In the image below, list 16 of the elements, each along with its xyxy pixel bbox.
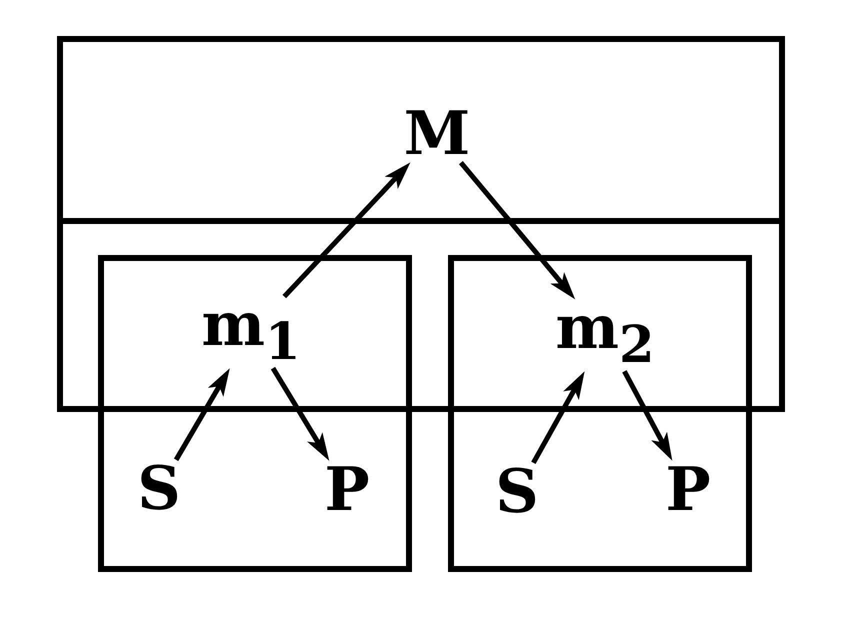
term-label: S bbox=[137, 465, 181, 513]
frame-box bbox=[98, 255, 412, 572]
term-label: P bbox=[665, 466, 711, 514]
term-label: S bbox=[495, 468, 539, 516]
arrow bbox=[531, 371, 585, 464]
term-label: m$_{1}$ bbox=[202, 300, 300, 364]
term-label: P bbox=[324, 466, 370, 514]
arrow bbox=[282, 162, 410, 298]
arrow bbox=[174, 368, 230, 462]
outer-frame bbox=[57, 36, 785, 412]
term-label: M bbox=[404, 110, 470, 158]
arrow bbox=[270, 366, 330, 461]
arrow bbox=[458, 161, 576, 300]
frame-box bbox=[448, 255, 752, 572]
term-label: m$_{2}$ bbox=[556, 304, 654, 366]
arrow bbox=[622, 370, 672, 461]
